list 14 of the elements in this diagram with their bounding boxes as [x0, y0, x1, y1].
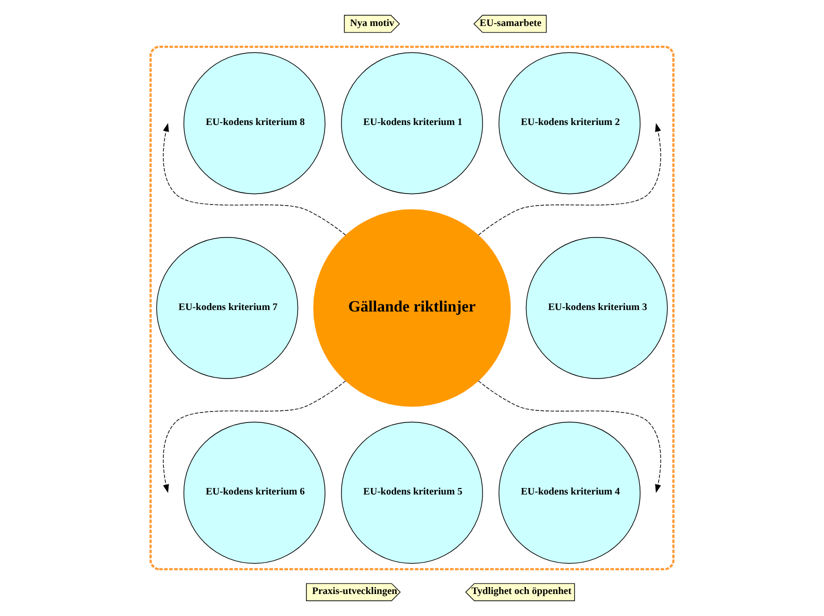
cluster — [150, 46, 674, 570]
arrow — [162, 122, 346, 236]
node-circle: EU-kodens kriterium 8 — [183, 52, 326, 194]
node-circle: EU-kodens kriterium 2 — [498, 52, 641, 194]
node-circle: EU-kodens kriterium 3 — [526, 237, 668, 379]
node-circle: Gällande riktlinjer — [313, 209, 511, 407]
node-circle: EU-kodens kriterium 6 — [183, 422, 326, 564]
arrow — [478, 122, 662, 236]
node-circle: EU-kodens kriterium 1 — [341, 52, 483, 194]
node-circle: EU-kodens kriterium 7 — [156, 237, 298, 379]
arrow — [162, 380, 346, 494]
arrow — [478, 380, 662, 494]
node-circle: EU-kodens kriterium 4 — [498, 422, 641, 564]
node-circle: EU-kodens kriterium 5 — [341, 422, 483, 564]
